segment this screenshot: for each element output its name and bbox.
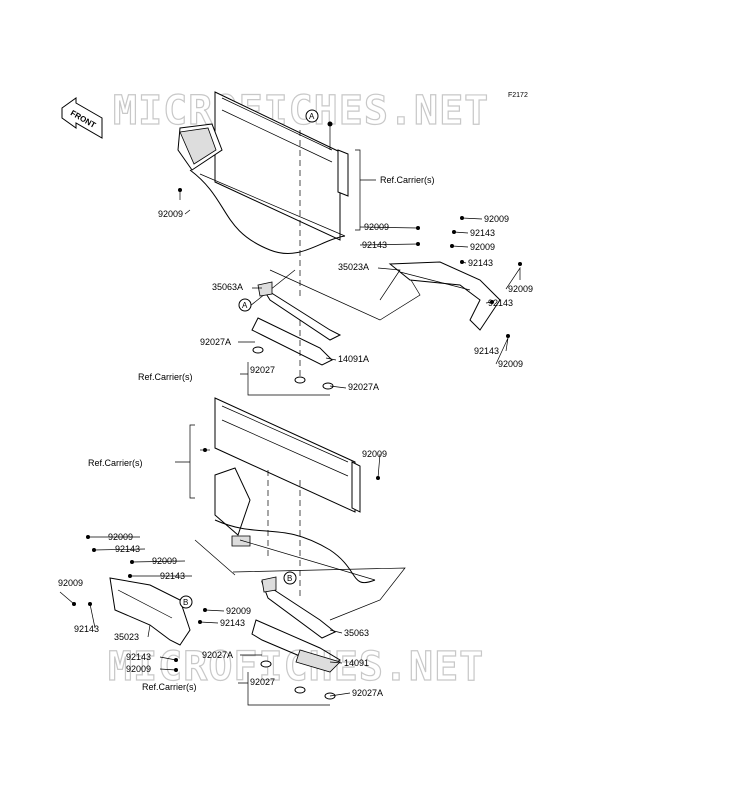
label-part-number: 92009 <box>470 242 495 252</box>
marker-a-top: A <box>309 112 315 121</box>
marker-b-fender: B <box>183 598 188 607</box>
label-part-number: 92143 <box>220 618 245 628</box>
label-part-number: 92027A <box>352 688 383 698</box>
label-part-number: 92009 <box>498 359 523 369</box>
label-part-number: 92143 <box>126 652 151 662</box>
label-part-number: 92143 <box>474 346 499 356</box>
label-part-number: 35023 <box>114 632 139 642</box>
label-part-number: 92027A <box>200 337 231 347</box>
label-part-number: 35063 <box>344 628 369 638</box>
watermark-bottom: MICROFICHES.NET <box>108 644 484 690</box>
label-part-number: 92009 <box>58 578 83 588</box>
label-part-number: 14091 <box>344 658 369 668</box>
label-part-number: 14091A <box>338 354 369 364</box>
front-arrow-icon: FRONT <box>61 97 103 139</box>
label-part-number: 92143 <box>470 228 495 238</box>
upper-carrier-assembly <box>177 91 522 396</box>
label-part-number: 35063A <box>212 282 243 292</box>
label-part-number: 92027A <box>348 382 379 392</box>
lower-carrier-assembly <box>72 397 406 706</box>
label-part-number: 92009 <box>126 664 151 674</box>
label-ref-carrier: Ref.Carrier(s) <box>380 175 435 185</box>
label-part-number: 92009 <box>152 556 177 566</box>
label-part-number: 92143 <box>468 258 493 268</box>
label-part-number: 92009 <box>158 209 183 219</box>
watermark-top: MICROFICHES.NET <box>113 88 489 134</box>
label-part-number: 92027 <box>250 677 275 687</box>
marker-a-mid: A <box>242 301 248 310</box>
label-part-number: 92009 <box>362 449 387 459</box>
marker-b-bracket: B <box>287 574 292 583</box>
label-part-number: 92009 <box>484 214 509 224</box>
label-ref-carrier: Ref.Carrier(s) <box>138 372 193 382</box>
label-ref-carrier: Ref.Carrier(s) <box>142 682 197 692</box>
label-part-number: 92143 <box>488 298 513 308</box>
label-part-number: 92009 <box>508 284 533 294</box>
label-ref-carrier: Ref.Carrier(s) <box>88 458 143 468</box>
label-part-number: 92009 <box>226 606 251 616</box>
label-part-number: 35023A <box>338 262 369 272</box>
label-part-number: 92027 <box>250 365 275 375</box>
label-part-number: 92027A <box>202 650 233 660</box>
figure-code: F2172 <box>508 92 528 99</box>
label-part-number: 92143 <box>74 624 99 634</box>
